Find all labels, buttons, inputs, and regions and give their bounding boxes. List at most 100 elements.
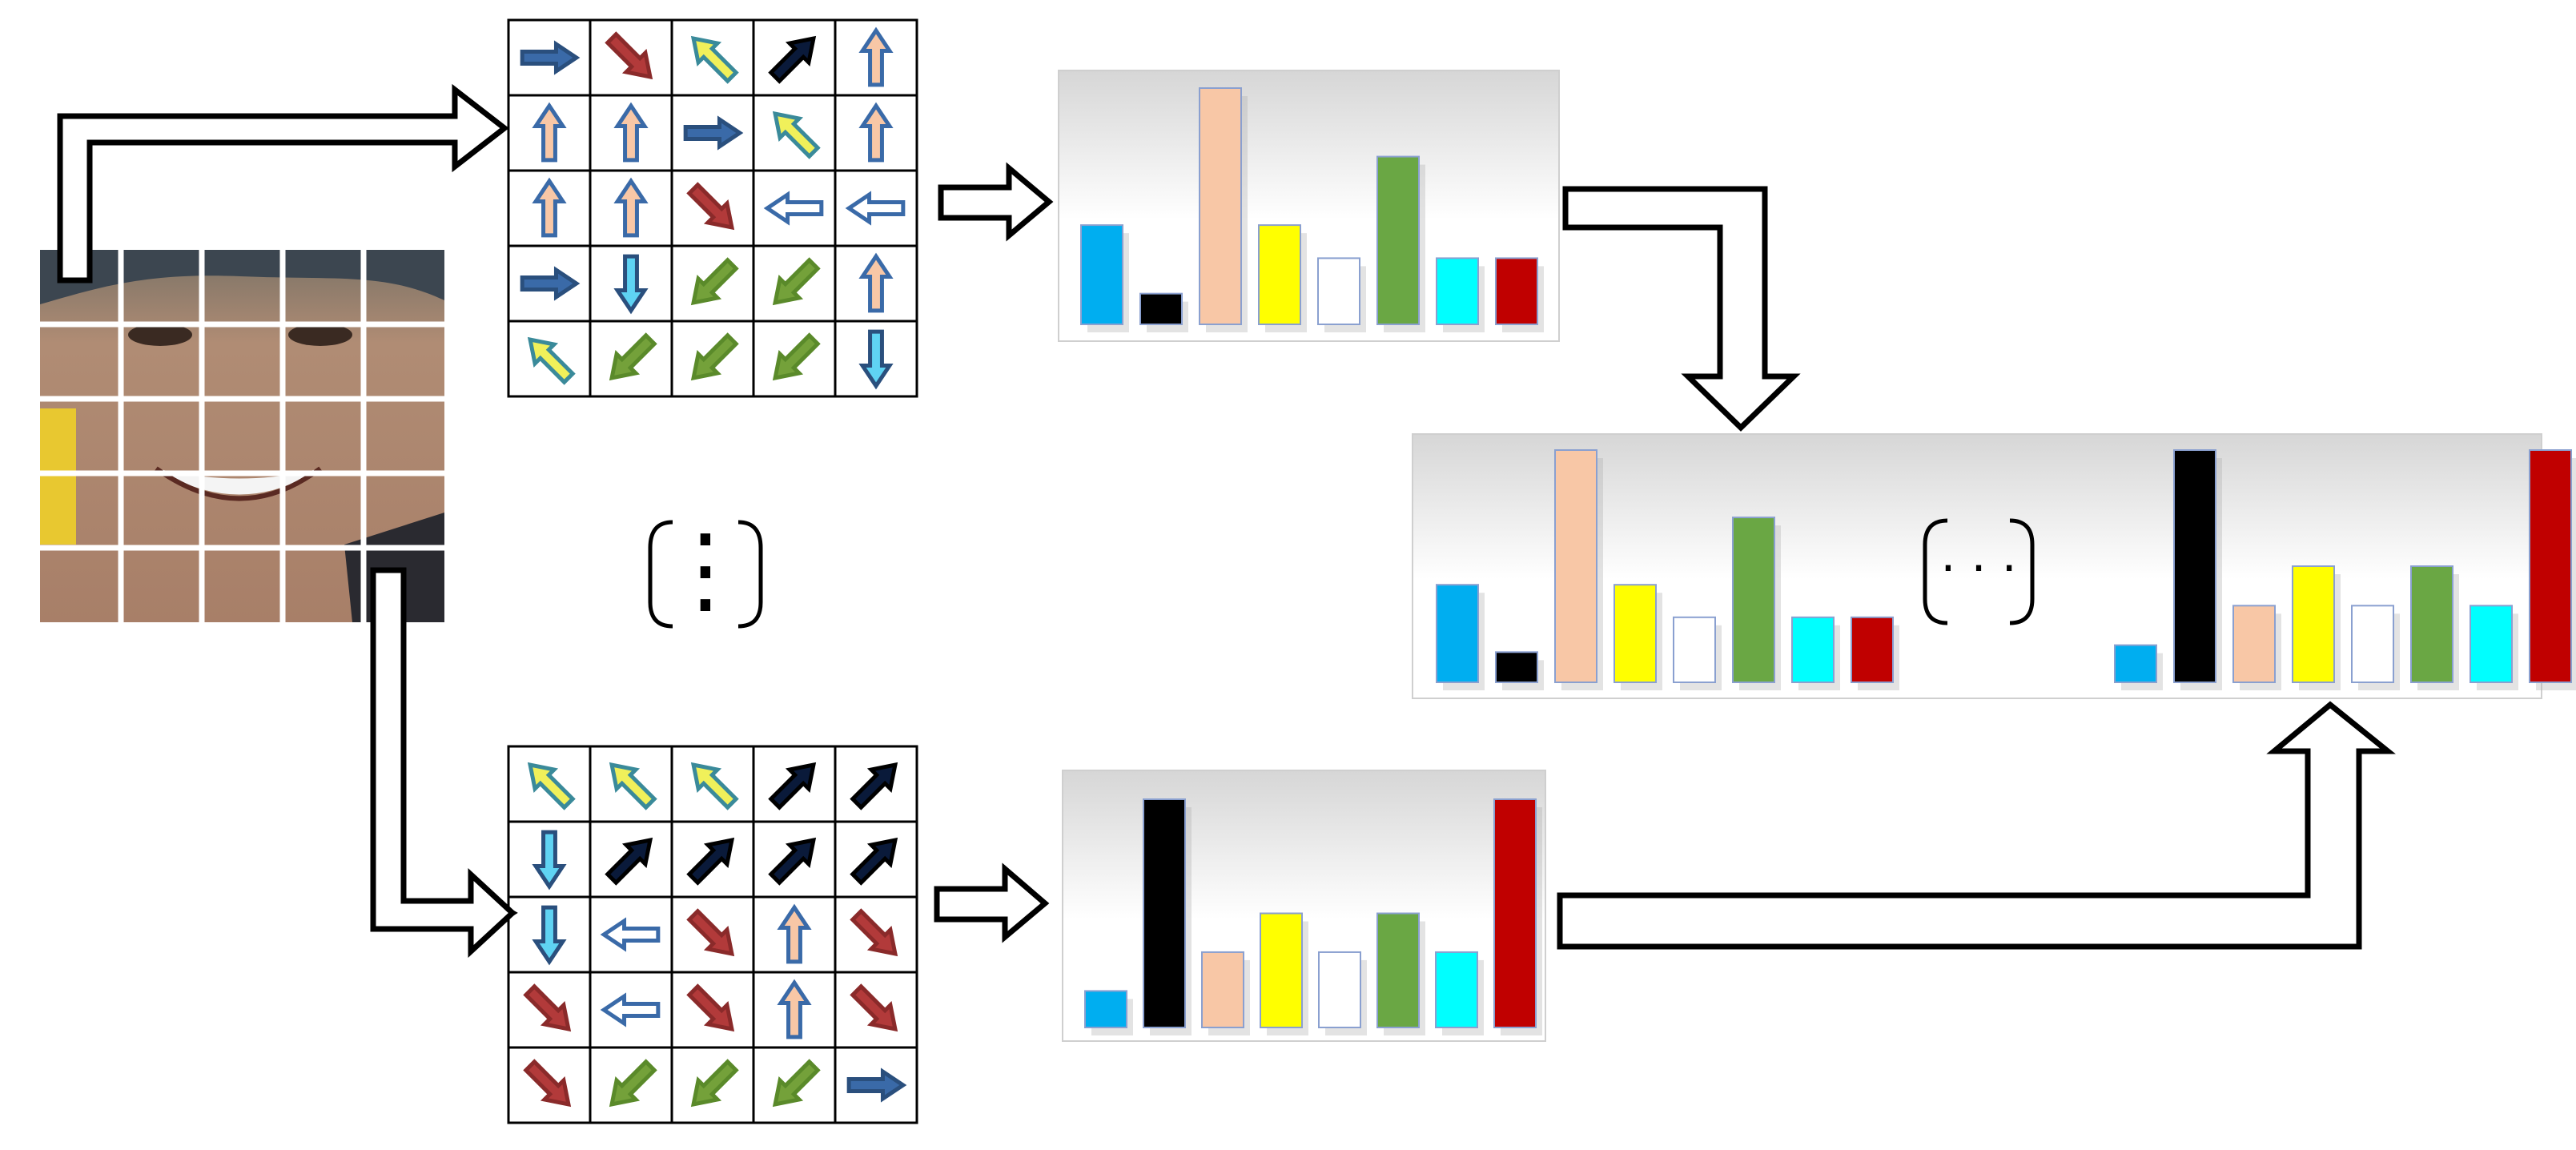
- histogram-bar: [1139, 292, 1183, 325]
- orientation-arrow-icon: [858, 26, 894, 87]
- histogram-bar: [1493, 798, 1537, 1028]
- orientation-arrow-icon: [527, 336, 576, 385]
- vertical-ellipsis-text: ⋮: [657, 514, 754, 625]
- orientation-arrow-icon: [520, 40, 581, 75]
- orientation-arrow-icon: [605, 837, 653, 886]
- histogram-bar: [2351, 605, 2394, 683]
- orientation-arrow-icon: [686, 837, 735, 886]
- orientation-arrow-icon: [686, 983, 735, 1032]
- orientation-arrow-icon: [772, 332, 821, 381]
- orientation-arrow-icon: [532, 177, 567, 238]
- histogram-bar: [1258, 224, 1301, 326]
- orientation-arrow-icon: [858, 102, 894, 163]
- histogram-bar: [1436, 257, 1479, 325]
- orientation-arrow-icon: [609, 332, 657, 381]
- histogram-bar: [1495, 257, 1538, 325]
- arrow-face-to-top-grid: [57, 83, 509, 283]
- orientation-arrow-icon: [600, 917, 661, 952]
- orientation-arrow-icon: [772, 1059, 821, 1108]
- orientation-arrow-icon: [613, 177, 649, 238]
- orientation-arrow-icon: [845, 191, 906, 226]
- orientation-arrow-icon: [858, 329, 894, 390]
- orientation-arrow-icon: [768, 762, 817, 810]
- arrow-top-grid-to-chart: [938, 162, 1054, 242]
- orientation-arrow-icon: [850, 908, 898, 957]
- arrow-bottom-grid-to-chart: [934, 862, 1050, 943]
- orientation-arrow-icon: [690, 257, 739, 306]
- orientation-arrow-icon: [772, 111, 821, 159]
- histogram-concatenated: [1412, 433, 2576, 699]
- orientation-arrow-icon: [523, 983, 572, 1032]
- histogram-bar: [1317, 257, 1360, 325]
- histogram-bar: [1614, 584, 1657, 684]
- orientation-arrow-icon: [768, 837, 817, 886]
- orientation-arrow-icon: [686, 908, 735, 957]
- histogram-bar: [2470, 605, 2513, 683]
- orientation-arrow-icon: [613, 102, 649, 163]
- histogram-bar: [2410, 565, 2453, 683]
- orientation-arrow-icon: [690, 35, 739, 84]
- histogram-bar: [1376, 155, 1420, 325]
- orientation-arrow-icon: [850, 762, 898, 810]
- histogram-bar: [1260, 912, 1303, 1028]
- vertical-ellipsis: ⋮: [648, 514, 763, 629]
- orientation-arrow-icon: [683, 115, 744, 151]
- orientation-arrow-icon: [605, 31, 653, 80]
- orientation-arrow-icon: [532, 830, 567, 891]
- histogram-bar: [1851, 616, 1894, 683]
- orientation-arrow-icon: [532, 102, 567, 163]
- histogram-bar: [1435, 951, 1478, 1028]
- histogram-bar: [1199, 87, 1242, 325]
- orientation-arrow-icon: [532, 905, 567, 966]
- histogram-bottom: [1062, 770, 1546, 1042]
- histogram-bar: [1554, 449, 1597, 683]
- arrow-face-to-bottom-grid-body: [370, 567, 517, 958]
- histogram-bar: [1318, 951, 1361, 1028]
- horizontal-ellipsis-text: · · ·: [1940, 541, 2016, 597]
- histogram-bar: [2173, 449, 2216, 683]
- orientation-grid-bottom: [507, 745, 918, 1124]
- arrow-top-chart-to-concat: [1562, 186, 1801, 432]
- orientation-arrow-icon: [777, 979, 812, 1039]
- orientation-arrow-icon: [690, 1059, 739, 1108]
- orientation-arrow-icon: [850, 837, 898, 886]
- histogram-bar: [2232, 605, 2276, 683]
- orientation-arrow-icon: [763, 191, 824, 226]
- orientation-arrow-icon: [846, 1068, 907, 1103]
- histogram-bar: [1436, 584, 1479, 684]
- histogram-bar: [1143, 798, 1186, 1028]
- histogram-bar: [1791, 616, 1835, 683]
- orientation-arrow-icon: [609, 1059, 657, 1108]
- face-grid-lines: [40, 250, 444, 622]
- histogram-bar: [1376, 912, 1420, 1028]
- face-image: [40, 250, 444, 622]
- orientation-arrow-icon: [600, 992, 661, 1027]
- orientation-arrow-icon: [613, 254, 649, 315]
- histogram-top: [1058, 70, 1560, 342]
- orientation-arrow-icon: [777, 903, 812, 964]
- orientation-arrow-icon: [527, 762, 576, 810]
- histogram-bar: [1495, 651, 1538, 683]
- histogram-bar: [1080, 224, 1123, 326]
- orientation-arrow-icon: [609, 762, 657, 810]
- histogram-bar: [1732, 517, 1775, 683]
- histogram-bar: [2114, 644, 2157, 683]
- orientation-arrow-icon: [523, 1059, 572, 1108]
- histogram-bar: [1084, 990, 1127, 1029]
- histogram-top-bars: [1080, 87, 1544, 332]
- orientation-arrow-icon: [858, 252, 894, 313]
- orientation-arrow-icon: [690, 332, 739, 381]
- orientation-arrow-icon: [520, 266, 581, 301]
- histogram-bar: [1201, 951, 1244, 1028]
- orientation-arrow-icon: [690, 762, 739, 810]
- histogram-bottom-bars: [1084, 798, 1542, 1035]
- orientation-arrow-icon: [768, 35, 817, 84]
- histogram-bar: [1673, 616, 1716, 683]
- histogram-bar: [2529, 449, 2572, 683]
- orientation-grid-top: [507, 18, 918, 398]
- horizontal-ellipsis: · · ·: [1923, 518, 2035, 625]
- histogram-bar: [2292, 565, 2335, 683]
- orientation-arrow-icon: [850, 983, 898, 1032]
- orientation-arrow-icon: [772, 257, 821, 306]
